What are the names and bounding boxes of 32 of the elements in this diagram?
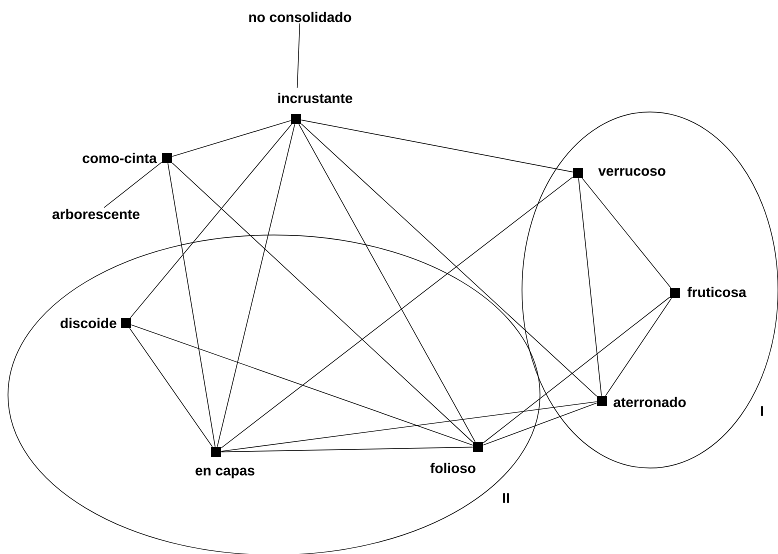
connector-line — [296, 23, 300, 88]
connector-line — [220, 176, 574, 448]
connector-line — [172, 120, 292, 157]
node-label: incrustante — [278, 92, 352, 104]
connector-line — [129, 328, 213, 448]
node-label: aterronado — [614, 396, 686, 408]
node-label: verrucoso — [598, 168, 666, 176]
connector-line — [482, 402, 598, 446]
connector-line — [298, 124, 476, 442]
connector-line — [482, 296, 670, 444]
connector-line — [220, 401, 598, 452]
connector-line — [130, 324, 474, 446]
group-label: II — [503, 493, 509, 503]
connector-line — [216, 124, 296, 448]
node-label: folioso — [430, 462, 476, 474]
connector-line — [300, 120, 574, 172]
connector-line — [104, 162, 162, 208]
connector-line — [605, 298, 672, 396]
node-label: como-cinta — [82, 152, 157, 164]
node-label: no consolidado — [249, 12, 352, 22]
node-label: arborescente — [52, 208, 140, 220]
connector-line — [168, 162, 216, 448]
connector-line — [172, 162, 474, 443]
connector-line — [300, 123, 598, 397]
node-label: discoide — [60, 318, 116, 328]
connector-line — [582, 178, 672, 288]
connector-line — [220, 446, 474, 452]
connector-line — [130, 124, 292, 318]
node-label: fruticosa — [687, 286, 746, 298]
node-label: en capas — [196, 468, 254, 478]
group-label: I — [761, 406, 764, 416]
connector-line — [578, 178, 602, 396]
